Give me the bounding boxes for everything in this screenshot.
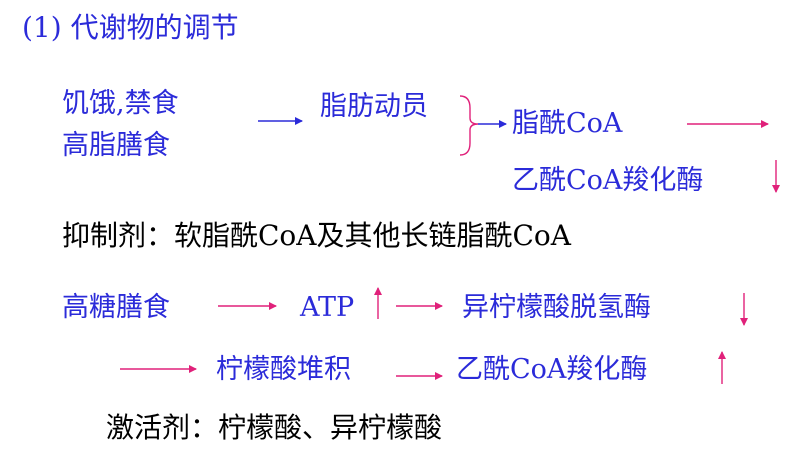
label-high-fat-diet: 高脂膳食 bbox=[62, 130, 170, 161]
label-acyl-coa: 脂酰CoA bbox=[512, 108, 623, 139]
label-atp: ATP bbox=[300, 292, 355, 323]
bracket-brace bbox=[459, 95, 479, 156]
label-high-sugar-diet: 高糖膳食 bbox=[62, 292, 170, 323]
label-fasting: 饥饿,禁食 bbox=[62, 88, 179, 119]
activator-statement: 激活剂：柠檬酸、异柠檬酸 bbox=[106, 411, 443, 444]
label-fat-mobilization: 脂肪动员 bbox=[320, 91, 428, 122]
label-citrate-accumulation: 柠檬酸堆积 bbox=[216, 354, 351, 385]
inhibitor-statement: 抑制剂：软脂酰CoA及其他长链脂酰CoA bbox=[62, 219, 572, 252]
label-acetyl-coa-carboxylase-2: 乙酰CoA羧化酶 bbox=[456, 354, 648, 385]
label-isocitrate-dehydrogenase: 异柠檬酸脱氢酶 bbox=[462, 292, 651, 323]
label-acetyl-coa-carboxylase-1: 乙酰CoA羧化酶 bbox=[512, 165, 704, 196]
slide-title: (1) 代谢物的调节 bbox=[22, 11, 239, 44]
